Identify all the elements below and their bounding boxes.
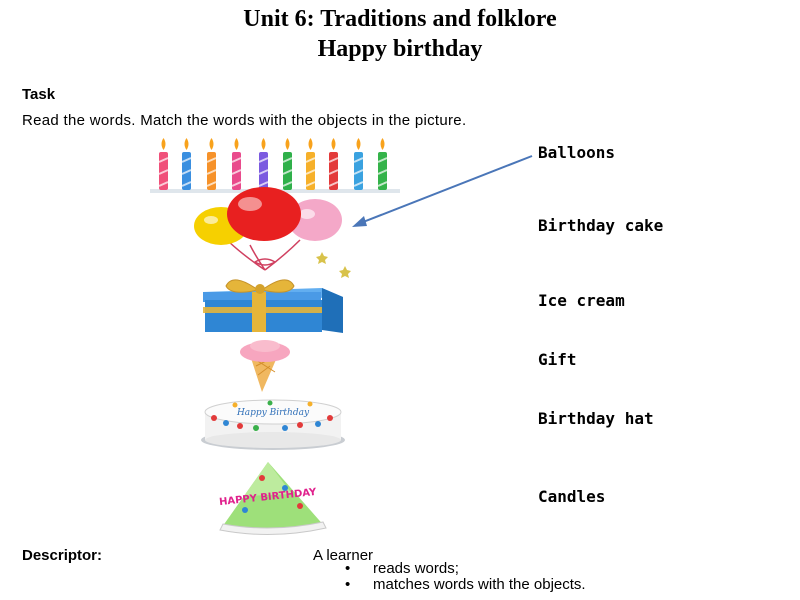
descriptor-list: •reads words; •matches words with the ob… bbox=[345, 561, 586, 593]
balloons-icon bbox=[194, 187, 351, 278]
word-gift: Gift bbox=[538, 350, 577, 369]
descriptor-item: •reads words; bbox=[345, 560, 459, 577]
word-birthday-hat: Birthday hat bbox=[538, 409, 654, 428]
cake-text: Happy Birthday bbox=[236, 408, 310, 418]
descriptor-subject: A learner bbox=[313, 547, 374, 564]
word-ice-cream: Ice cream bbox=[538, 291, 625, 310]
lesson-title: Happy birthday bbox=[317, 36, 483, 62]
birthday-hat-icon: HAPPY BIRTHDAY bbox=[219, 462, 327, 536]
task-label: Task bbox=[22, 86, 56, 103]
task-instruction: Read the words. Match the words with the… bbox=[22, 112, 467, 129]
gift-icon bbox=[203, 279, 343, 333]
descriptor-item: •matches words with the objects. bbox=[345, 576, 586, 593]
word-candles: Candles bbox=[538, 487, 606, 506]
arrow-icon bbox=[352, 155, 533, 227]
unit-title: Unit 6: Traditions and folklore bbox=[243, 6, 557, 32]
word-balloons: Balloons bbox=[538, 143, 616, 162]
word-birthday-cake: Birthday cake bbox=[538, 216, 664, 235]
birthday-cake-icon: Happy Birthday bbox=[201, 399, 345, 450]
descriptor-label: Descriptor: bbox=[22, 547, 103, 564]
candles-icon bbox=[150, 138, 400, 193]
ice-cream-icon bbox=[240, 340, 290, 392]
